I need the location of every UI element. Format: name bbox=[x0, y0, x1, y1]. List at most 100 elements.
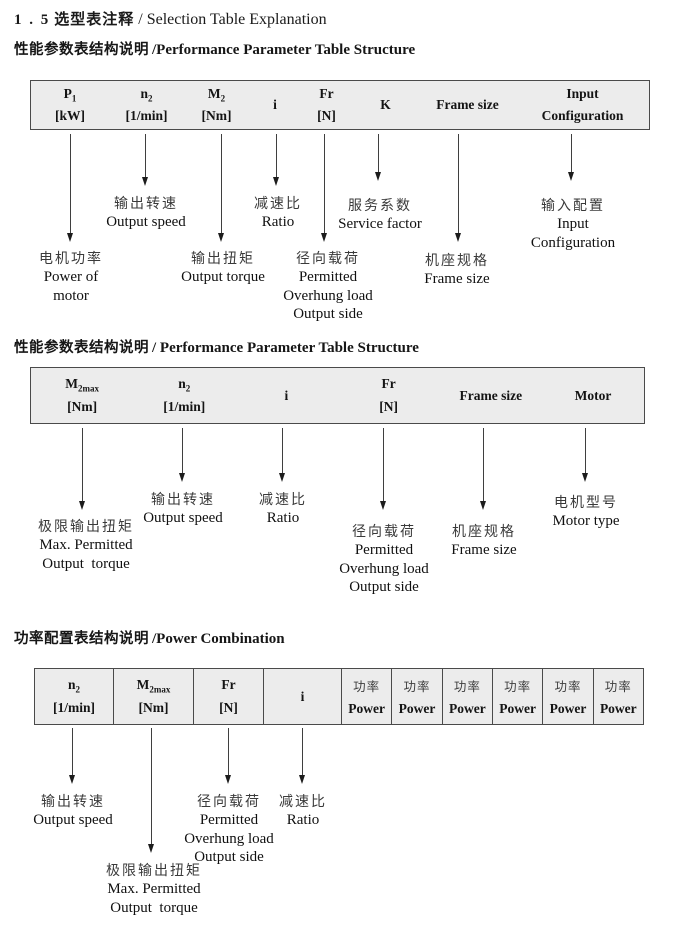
arrow-p1 bbox=[66, 134, 73, 242]
performance-table-1: P1 [kW] n2 [1/min] M2 [Nm] i Fr [N] K Fr… bbox=[30, 80, 650, 130]
callout-en: Permitted bbox=[298, 269, 358, 285]
subscript: 2 bbox=[75, 684, 81, 695]
subscript: 2 bbox=[220, 94, 226, 105]
col-header-i: i bbox=[263, 669, 341, 724]
col-symbol: Motor bbox=[574, 387, 612, 403]
callout-ratio: 减速比 Ratio bbox=[259, 489, 307, 528]
subscript: 2max bbox=[77, 383, 99, 394]
col-symbol: P1 bbox=[63, 86, 77, 105]
arrow-n2 bbox=[141, 134, 148, 186]
col-header-power-6: 功率 Power bbox=[592, 669, 643, 724]
col-header-motor: Motor bbox=[542, 368, 644, 423]
col-symbol: 功率 bbox=[554, 679, 582, 694]
arrow-m2max bbox=[78, 428, 85, 510]
arrow-fr bbox=[320, 134, 327, 242]
callout-en: Frame size bbox=[424, 271, 490, 287]
col-header-i: i bbox=[235, 368, 337, 423]
arrow-i bbox=[298, 728, 305, 784]
callout-en: Output speed bbox=[106, 214, 186, 230]
callout-output-speed: 输出转速 Output speed bbox=[33, 791, 113, 830]
col-header-n2: n2 [1/min] bbox=[35, 669, 113, 724]
callout-en: Configuration bbox=[530, 234, 616, 251]
section3-heading: 功率配置表结构说明/Power Combination bbox=[14, 627, 285, 648]
callout-zh: 极限输出扭矩 bbox=[106, 862, 202, 878]
callout-en: Overhung load bbox=[339, 560, 429, 577]
callout-en: Output torque bbox=[181, 269, 265, 285]
callout-en: Ratio bbox=[261, 214, 295, 230]
performance-table-2: M2max [Nm] n2 [1/min] i Fr [N] Frame siz… bbox=[30, 367, 645, 424]
col-header-frame-size: Frame size bbox=[419, 81, 516, 129]
section1-heading-en: /Performance Parameter Table Structure bbox=[152, 42, 416, 58]
callout-en: Service factor bbox=[338, 216, 422, 232]
callout-en: Ratio bbox=[286, 812, 320, 828]
subscript: 1 bbox=[71, 94, 77, 105]
callout-en: motor bbox=[53, 287, 89, 304]
arrow-n2 bbox=[68, 728, 75, 784]
callout-zh: 输出扭矩 bbox=[191, 250, 255, 266]
col-symbol: M2max bbox=[65, 375, 99, 394]
col-unit: [N] bbox=[379, 399, 398, 415]
callout-en: Output side bbox=[293, 306, 363, 322]
callout-frame-size: 机座规格 Frame size bbox=[451, 521, 516, 560]
callout-en: Input bbox=[557, 216, 589, 232]
callout-output-torque: 输出扭矩 Output torque bbox=[181, 248, 265, 287]
callout-en: Output speed bbox=[33, 812, 113, 828]
col-header-m2max: M2max [Nm] bbox=[31, 368, 133, 423]
callout-zh: 径向载荷 bbox=[352, 523, 416, 539]
section1-heading: 性能参数表结构说明/Performance Parameter Table St… bbox=[14, 38, 415, 59]
col-symbol: n2 bbox=[140, 86, 153, 105]
subscript: 2 bbox=[185, 383, 191, 394]
col-header-power-2: 功率 Power bbox=[391, 669, 441, 724]
col-header-power-5: 功率 Power bbox=[542, 669, 592, 724]
col-unit: [Nm] bbox=[67, 399, 98, 415]
subscript: 2max bbox=[149, 684, 171, 695]
col-header-power-4: 功率 Power bbox=[491, 669, 542, 724]
callout-zh: 输出转速 bbox=[40, 793, 105, 809]
callout-en: Output torque bbox=[42, 555, 130, 572]
arrow-frame-size bbox=[454, 134, 461, 242]
col-unit: [N] bbox=[317, 107, 336, 123]
col-unit: [kW] bbox=[55, 107, 85, 123]
col-header-fr: Fr [N] bbox=[193, 669, 263, 724]
col-symbol: M2 bbox=[207, 86, 226, 105]
col-header-i: i bbox=[249, 81, 301, 129]
callout-en: Motor type bbox=[552, 513, 620, 529]
col-unit: Power bbox=[398, 701, 436, 717]
arrow-fr bbox=[224, 728, 231, 784]
col-header-input-configuration: Input Configuration bbox=[516, 81, 649, 129]
callout-overhung-load: 径向载荷 Permitted Overhung load Output side bbox=[283, 248, 373, 324]
arrow-input-configuration bbox=[567, 134, 574, 181]
col-symbol: Fr bbox=[221, 676, 236, 692]
callout-zh: 输出转速 bbox=[113, 195, 178, 211]
col-header-fr: Fr [N] bbox=[338, 368, 440, 423]
callout-en: Frame size bbox=[451, 542, 517, 558]
callout-en: Permitted bbox=[354, 542, 414, 558]
col-unit: Configuration bbox=[541, 107, 624, 123]
callout-ratio: 减速比 Ratio bbox=[279, 791, 327, 830]
col-header-power-3: 功率 Power bbox=[441, 669, 492, 724]
callout-zh: 径向载荷 bbox=[296, 250, 360, 266]
callout-frame-size: 机座规格 Frame size bbox=[424, 250, 489, 289]
callout-zh: 极限输出扭矩 bbox=[38, 518, 134, 534]
col-header-p1: P1 [kW] bbox=[31, 81, 109, 129]
col-symbol: Fr bbox=[381, 375, 396, 391]
callout-en: Overhung load bbox=[184, 830, 274, 847]
col-header-power-1: 功率 Power bbox=[341, 669, 391, 724]
col-symbol: i bbox=[273, 97, 277, 112]
col-symbol: 功率 bbox=[403, 679, 431, 694]
callout-en: Power of bbox=[43, 269, 99, 285]
col-header-m2: M2 [Nm] bbox=[184, 81, 249, 129]
col-unit: [Nm] bbox=[201, 107, 232, 123]
col-unit: [1/min] bbox=[125, 107, 168, 123]
callout-input-configuration: 输入配置 Input Configuration bbox=[531, 195, 615, 252]
col-symbol: M2max bbox=[136, 676, 171, 695]
col-header-n2: n2 [1/min] bbox=[109, 81, 184, 129]
arrow-motor bbox=[581, 428, 588, 482]
callout-motor-type: 电机型号 Motor type bbox=[552, 492, 619, 531]
callout-service-factor: 服务系数 Service factor bbox=[338, 195, 422, 234]
col-unit: [Nm] bbox=[138, 700, 169, 716]
callout-zh: 服务系数 bbox=[347, 197, 412, 213]
col-symbol: 功率 bbox=[453, 679, 481, 694]
callout-power-of-motor: 电机功率 Power of motor bbox=[39, 248, 103, 305]
